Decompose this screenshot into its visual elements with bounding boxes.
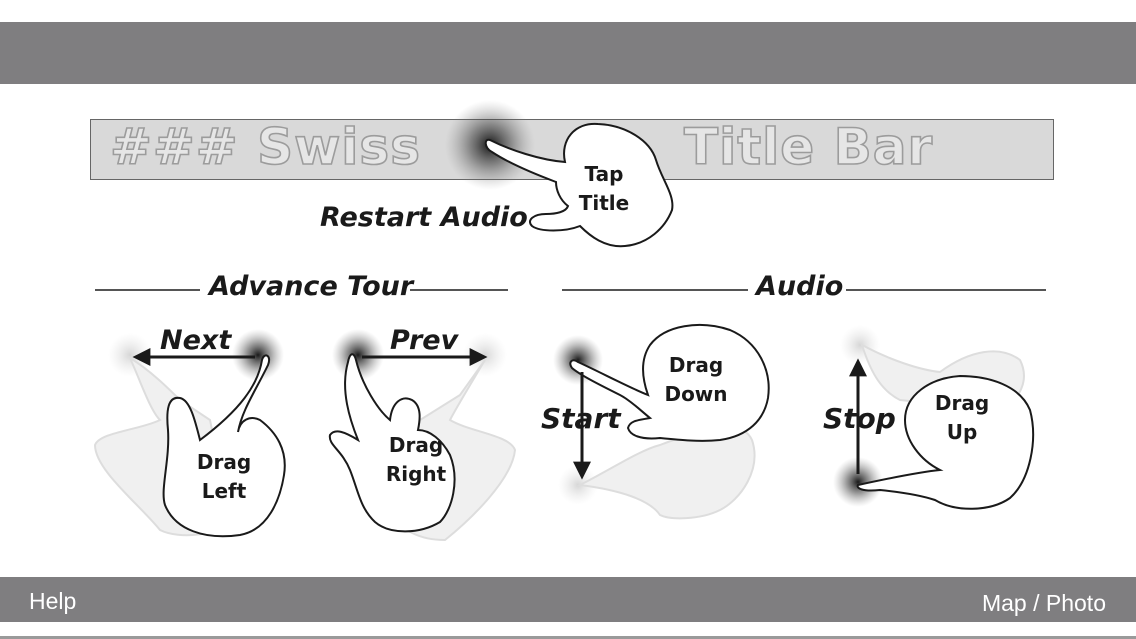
- next-label: Next: [160, 325, 232, 356]
- prev-label: Prev: [390, 325, 459, 356]
- tap-title-hand-icon: [445, 100, 674, 248]
- title-bar-left-text: ### Swiss: [109, 117, 421, 177]
- bottom-divider: [0, 636, 1136, 639]
- top-bar: [0, 22, 1136, 84]
- drag-right-line1: Drag: [388, 433, 444, 457]
- drag-down-line2: Down: [664, 382, 728, 406]
- tap-title-line1: Tap: [584, 162, 624, 186]
- drag-down-line1: Drag: [668, 353, 724, 377]
- drag-down-text: Drag Down: [646, 351, 746, 409]
- drag-left-line1: Drag: [196, 450, 252, 474]
- drag-right-text: Drag Right: [366, 431, 466, 489]
- map-photo-button[interactable]: Map / Photo: [981, 590, 1106, 616]
- help-button[interactable]: Help: [29, 588, 77, 614]
- prev-gesture-hand-icon: [328, 329, 517, 542]
- stop-gesture-hand-icon: [833, 325, 1034, 510]
- start-label: Start: [541, 402, 621, 435]
- bottom-bar: Help Map / Photo: [0, 577, 1136, 622]
- next-gesture-hand-icon: [93, 329, 286, 538]
- advance-tour-heading: Advance Tour: [209, 271, 414, 302]
- tap-title-text: Tap Title: [554, 160, 654, 218]
- audio-heading: Audio: [756, 271, 844, 302]
- start-gesture-hand-icon: [553, 324, 770, 520]
- drag-left-line2: Left: [201, 479, 247, 503]
- drag-right-line2: Right: [385, 462, 447, 486]
- restart-audio-caption: Restart Audio: [320, 202, 528, 233]
- stop-label: Stop: [823, 402, 896, 435]
- drag-up-text: Drag Up: [912, 389, 1012, 447]
- drag-up-line2: Up: [946, 420, 978, 444]
- tap-title-line2: Title: [578, 191, 630, 215]
- title-bar-right-text: Title Bar: [683, 117, 934, 177]
- drag-left-text: Drag Left: [174, 448, 274, 506]
- drag-up-line1: Drag: [934, 391, 990, 415]
